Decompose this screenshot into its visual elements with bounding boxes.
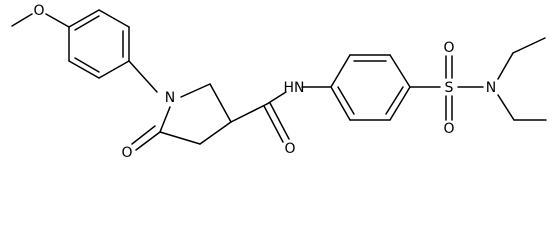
ring2-double-bond-2 (385, 86, 404, 115)
sulfonyl-oxygen-bottom-label: O (443, 121, 454, 137)
ring1-double-bond-1 (74, 15, 100, 31)
upper-ethyl-ch3-bond (512, 37, 546, 54)
sulfonamide-group (409, 55, 484, 121)
ring2-double-bond-3 (337, 86, 355, 115)
ring2-bond-3 (389, 54, 411, 88)
methoxy-oxygen-label: O (33, 3, 44, 19)
lower-ethyl-ch2-bond (497, 94, 515, 121)
ring-nitrogen-label: N (165, 90, 175, 106)
amide-nh-label: HN (284, 80, 305, 96)
sulfonylphenyl-ring (330, 54, 411, 121)
ch-to-ch2-bond (199, 121, 232, 145)
ch-to-amide-carbon-bond (230, 103, 268, 123)
lactam-oxygen-label: O (121, 145, 132, 161)
lactam-co-bond-2 (131, 125, 156, 145)
ring1-bond-4 (98, 60, 130, 79)
ring1-bond-2 (98, 9, 130, 28)
ring1-bond-1 (68, 9, 100, 28)
chemical-structure-diagram: O N O HN O S O O N (11, 3, 547, 161)
ring2-bond-4 (389, 86, 411, 121)
amide-carbon-to-nh-bond (266, 91, 287, 105)
diethyl-groups (497, 37, 547, 121)
amide-co-bond-1 (263, 105, 284, 143)
methoxyphenyl-ring (68, 9, 130, 79)
lactam-carbonyl (131, 125, 161, 151)
sulfonyl-oxygen-top-label: O (443, 40, 454, 56)
methoxy-oxygen-ring-bond (45, 13, 70, 28)
ring1-bond-5 (68, 60, 100, 79)
ring2-bond-1 (330, 54, 351, 88)
carboxamide-group (230, 91, 290, 143)
ring2-bond-6 (330, 86, 351, 121)
ring1-double-bond-3 (74, 57, 100, 73)
sulfur-label: S (445, 80, 454, 96)
ch2-to-ch-bond (209, 83, 232, 123)
sulfonamide-nitrogen-label: N (486, 80, 496, 96)
upper-ethyl-ch2-bond (497, 52, 514, 80)
ch2-to-carbonyl-bond (159, 131, 201, 145)
amide-oxygen-label: O (284, 141, 295, 157)
lactam-co-bond-1 (135, 131, 161, 151)
carbonyl-to-n-bond (159, 106, 171, 133)
methyl-bond (11, 13, 33, 27)
pyrrolidinone-ring (159, 83, 232, 145)
amide-co-bond-2 (269, 102, 290, 140)
n-to-ch2-bond (180, 83, 211, 98)
aryl-nitrogen-bond (128, 60, 158, 93)
methoxy-group (11, 13, 70, 28)
